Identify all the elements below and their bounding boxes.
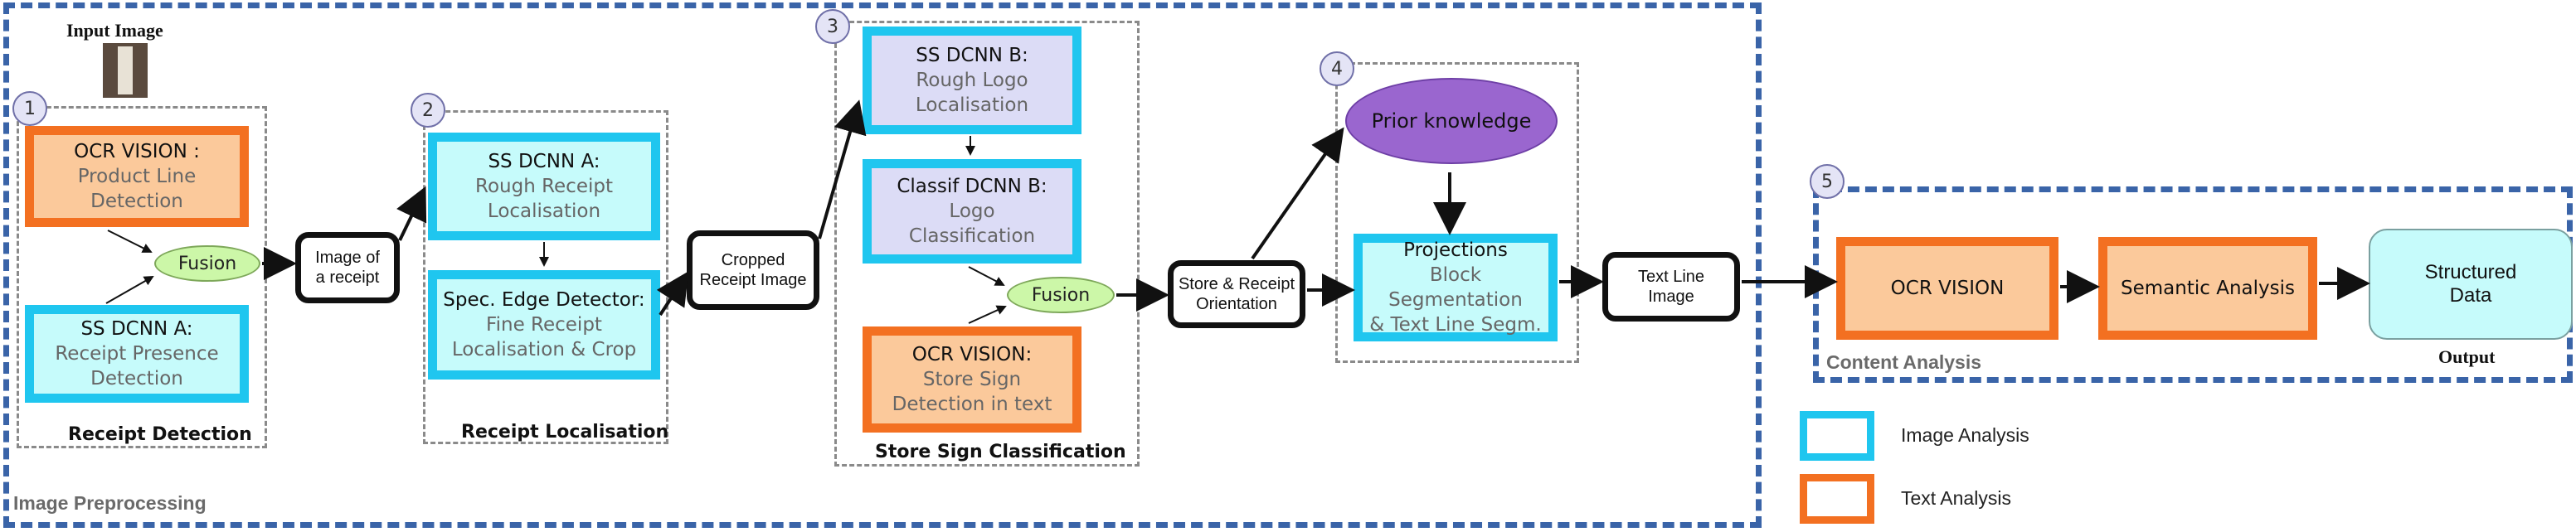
projections-box: Projections Block Segmentation & Text Li… [1354,234,1558,341]
store-sign-classification-group [834,21,1140,467]
prior-knowledge-node: Prior knowledge [1345,78,1558,164]
step-number-1: 1 [12,91,47,126]
cropped-line2: Receipt Image [699,271,807,289]
ss-a-presence-line2: Detection [90,368,183,389]
store-orient-line1: Store & Receipt [1178,275,1295,293]
step-number-4: 4 [1320,51,1354,86]
ss-dcnn-b-logo-box: SS DCNN B: Rough Logo Localisation [863,27,1081,134]
arrow-ocr-to-fusion [107,230,153,253]
text-line-line2: Image [1648,288,1694,306]
ss-a-presence-title: SS DCNN A: [80,318,193,340]
ocr-product-title: OCR VISION : [74,141,200,162]
legend-image-analysis-swatch [1800,411,1874,461]
classif-dcnn-b-box: Classif DCNN B: Logo Classification [863,159,1081,264]
ss-a-rough-title: SS DCNN A: [488,151,600,172]
cropped-receipt-box: Cropped Receipt Image [687,230,819,310]
input-image-thumbnail [103,43,148,98]
arrow-image-to-rough [396,186,427,241]
text-line-line1: Text Line [1637,268,1705,286]
arrow-orientation-to-prior [1251,127,1344,260]
ocr-product-line-box: OCR VISION : Product Line Detection [25,126,249,227]
image-preprocessing-label: Image Preprocessing [13,492,207,514]
edge-line1: Fine Receipt [486,314,602,336]
ocr-store-line2: Detection in text [892,394,1052,415]
ss-a-rough-line1: Rough Receipt [475,176,613,197]
layout-analysis-group [1335,62,1579,363]
store-receipt-orientation-box: Store & Receipt Orientation [1168,260,1305,328]
step-number-3: 3 [815,9,850,44]
classif-b-title: Classif DCNN B: [897,176,1047,197]
store-orient-line2: Orientation [1196,295,1277,313]
arrow-cropped-to-logo [818,99,867,239]
structured-data-box: Structured Data [2369,229,2573,340]
output-label: Output [2438,346,2496,367]
legend-image-analysis-label: Image Analysis [1901,424,2029,446]
ss-b-title: SS DCNN B: [916,45,1028,66]
legend-text-analysis-swatch [1800,474,1874,524]
ss-a-rough-line2: Localisation [487,201,601,222]
text-line-image-box: Text Line Image [1602,252,1740,322]
ocr-vision-label: OCR VISION [1890,278,2005,299]
arrow-edge-to-cropped [656,271,689,317]
receipt-photo [118,46,133,94]
arrow-ss-to-fusion [105,276,154,304]
ss-dcnn-a-presence-box: SS DCNN A: Receipt Presence Detection [25,305,249,403]
fusion-node-2: Fusion [1007,277,1115,313]
edge-line2: Localisation & Crop [451,339,637,360]
legend-text-analysis-label: Text Analysis [1901,487,2011,509]
ss-b-line2: Localisation [915,94,1029,116]
step-number-5: 5 [1810,164,1845,199]
classif-b-line2: Classification [908,225,1036,247]
fusion-node-1: Fusion [154,245,260,282]
semantic-analysis-label: Semantic Analysis [2121,278,2295,299]
ss-b-line1: Rough Logo [916,70,1028,91]
classif-b-line1: Logo [949,201,995,222]
ocr-product-line1: Product Line [77,166,197,187]
content-analysis-label: Content Analysis [1826,351,1982,373]
projections-line2: & Text Line Segm. [1369,314,1542,336]
image-of-receipt-box: Image of a receipt [295,232,400,303]
image-preprocessing-group [3,2,1762,528]
structured-line1: Structured [2424,261,2517,283]
step-number-2: 2 [411,93,445,128]
store-sign-classification-label: Store Sign Classification [875,442,1126,462]
semantic-analysis-box: Semantic Analysis [2098,237,2317,340]
arrow-ocr-store-to-fusion [968,305,1007,324]
ocr-store-sign-box: OCR VISION: Store Sign Detection in text [863,326,1081,433]
edge-detector-box: Spec. Edge Detector: Fine Receipt Locali… [428,270,660,380]
projections-line1: Block Segmentation [1388,264,1523,311]
image-of-receipt-line1: Image of [315,249,380,267]
arrow-classif-to-fusion [968,266,1005,286]
cropped-line1: Cropped [721,251,785,269]
receipt-detection-label: Receipt Detection [68,424,252,445]
projections-title: Projections [1403,239,1508,261]
receipt-localisation-label: Receipt Localisation [461,422,669,443]
ocr-store-line1: Store Sign [922,369,1022,390]
structured-line2: Data [2449,284,2492,307]
ocr-vision-box: OCR VISION [1836,237,2058,340]
ss-a-presence-line1: Receipt Presence [55,343,219,365]
input-image-label: Input Image [66,20,163,41]
edge-title: Spec. Edge Detector: [443,289,645,311]
image-of-receipt-line2: a receipt [315,268,380,287]
ocr-store-title: OCR VISION: [911,344,1033,365]
ss-dcnn-a-rough-box: SS DCNN A: Rough Receipt Localisation [428,133,660,240]
ocr-product-line2: Detection [90,191,183,212]
